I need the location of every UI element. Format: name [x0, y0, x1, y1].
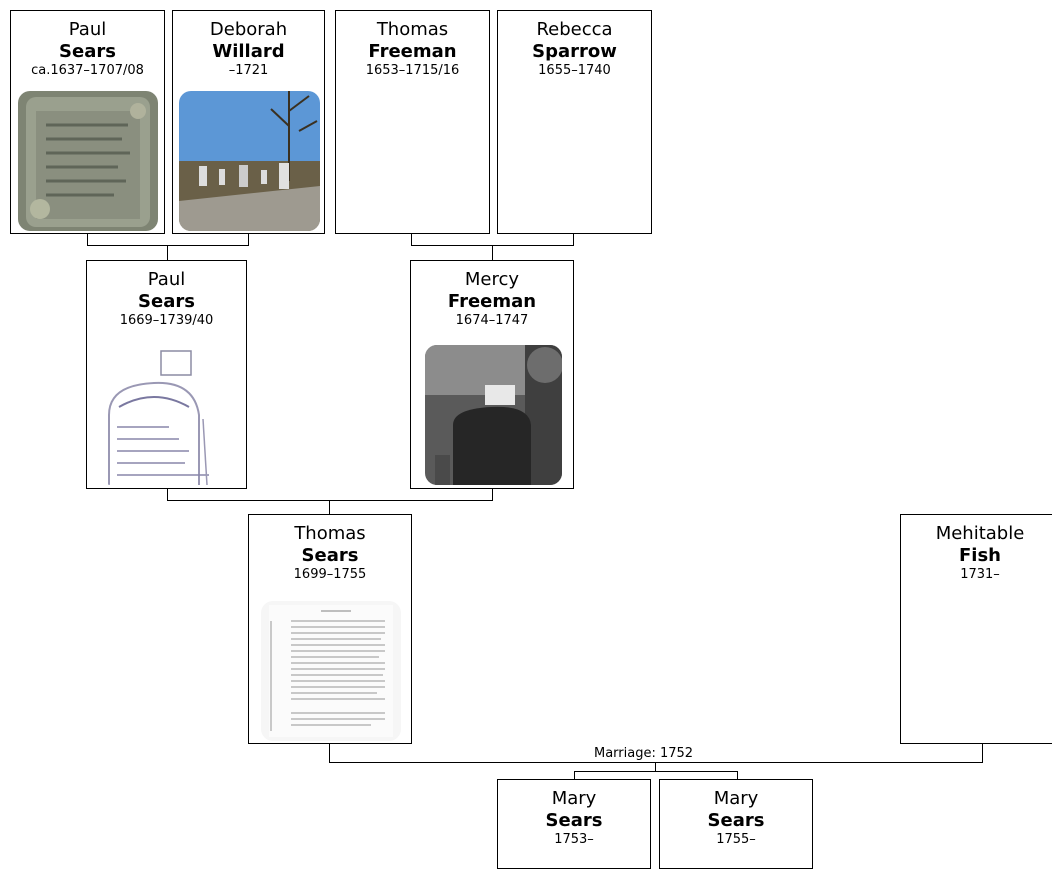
connector-line — [167, 500, 493, 501]
connector-line — [248, 233, 249, 245]
first-name: Paul — [68, 19, 107, 40]
person-card-rebecca-sparrow[interactable]: Rebecca Sparrow 1655–1740 — [497, 10, 652, 234]
first-name: Mary — [551, 788, 597, 809]
person-card-paul-sears-jr[interactable]: Paul Sears 1669–1739/40 — [86, 260, 247, 489]
last-name: Sears — [59, 41, 116, 62]
gravestone-bw-photo[interactable] — [425, 345, 562, 485]
person-card-paul-sears-sr[interactable]: Paul Sears ca.1637–1707/08 — [10, 10, 165, 234]
person-card-mary-sears-1755[interactable]: Mary Sears 1755– — [659, 779, 813, 869]
cemetery-photo[interactable] — [179, 91, 320, 231]
life-dates: 1731– — [960, 567, 1000, 582]
last-name: Sears — [707, 810, 765, 831]
first-name: Thomas — [376, 19, 449, 40]
last-name: Sears — [545, 810, 603, 831]
first-name: Thomas — [294, 523, 366, 544]
life-dates: 1674–1747 — [455, 313, 529, 328]
marriage-label: Marriage: 1752 — [593, 746, 695, 762]
gravestone-sketch-photo[interactable] — [99, 345, 234, 485]
person-card-mehitable-fish[interactable]: Mehitable Fish 1731– — [900, 514, 1052, 744]
life-dates: –1721 — [228, 63, 269, 78]
connector-line — [167, 488, 168, 500]
connector-line — [167, 245, 168, 260]
life-dates: 1753– — [554, 832, 594, 847]
last-name: Willard — [212, 41, 285, 62]
last-name: Freeman — [368, 41, 457, 62]
first-name: Rebecca — [536, 19, 613, 40]
gravestone-photo[interactable] — [18, 91, 158, 231]
connector-line — [982, 743, 983, 763]
first-name: Mehitable — [935, 523, 1025, 544]
life-dates: 1699–1755 — [293, 567, 367, 582]
connector-line — [492, 245, 493, 260]
last-name: Sears — [138, 291, 195, 312]
last-name: Freeman — [447, 291, 537, 312]
connector-line — [411, 233, 412, 245]
last-name: Sears — [301, 545, 359, 566]
connector-line — [492, 488, 493, 500]
first-name: Deborah — [209, 19, 288, 40]
person-card-deborah-willard[interactable]: Deborah Willard –1721 — [172, 10, 325, 234]
person-card-thomas-freeman[interactable]: Thomas Freeman 1653–1715/16 — [335, 10, 490, 234]
document-page-photo[interactable] — [261, 601, 401, 741]
life-dates: 1669–1739/40 — [119, 313, 214, 328]
life-dates: ca.1637–1707/08 — [31, 63, 144, 78]
last-name: Fish — [959, 545, 1001, 566]
life-dates: 1655–1740 — [538, 63, 611, 78]
first-name: Mercy — [464, 269, 520, 290]
last-name: Sparrow — [532, 41, 617, 62]
first-name: Paul — [147, 269, 186, 290]
person-card-thomas-sears[interactable]: Thomas Sears 1699–1755 — [248, 514, 412, 744]
connector-line — [329, 743, 330, 763]
connector-line — [87, 245, 249, 246]
person-card-mercy-freeman[interactable]: Mercy Freeman 1674–1747 — [410, 260, 574, 489]
connector-line — [574, 771, 738, 772]
connector-line — [655, 762, 656, 771]
first-name: Mary — [713, 788, 759, 809]
connector-line — [574, 771, 575, 779]
connector-line — [573, 233, 574, 245]
life-dates: 1755– — [716, 832, 756, 847]
connector-line — [87, 233, 88, 245]
connector-line — [329, 500, 330, 514]
life-dates: 1653–1715/16 — [365, 63, 460, 78]
connector-line — [737, 771, 738, 779]
person-card-mary-sears-1753[interactable]: Mary Sears 1753– — [497, 779, 651, 869]
connector-line — [329, 762, 983, 763]
